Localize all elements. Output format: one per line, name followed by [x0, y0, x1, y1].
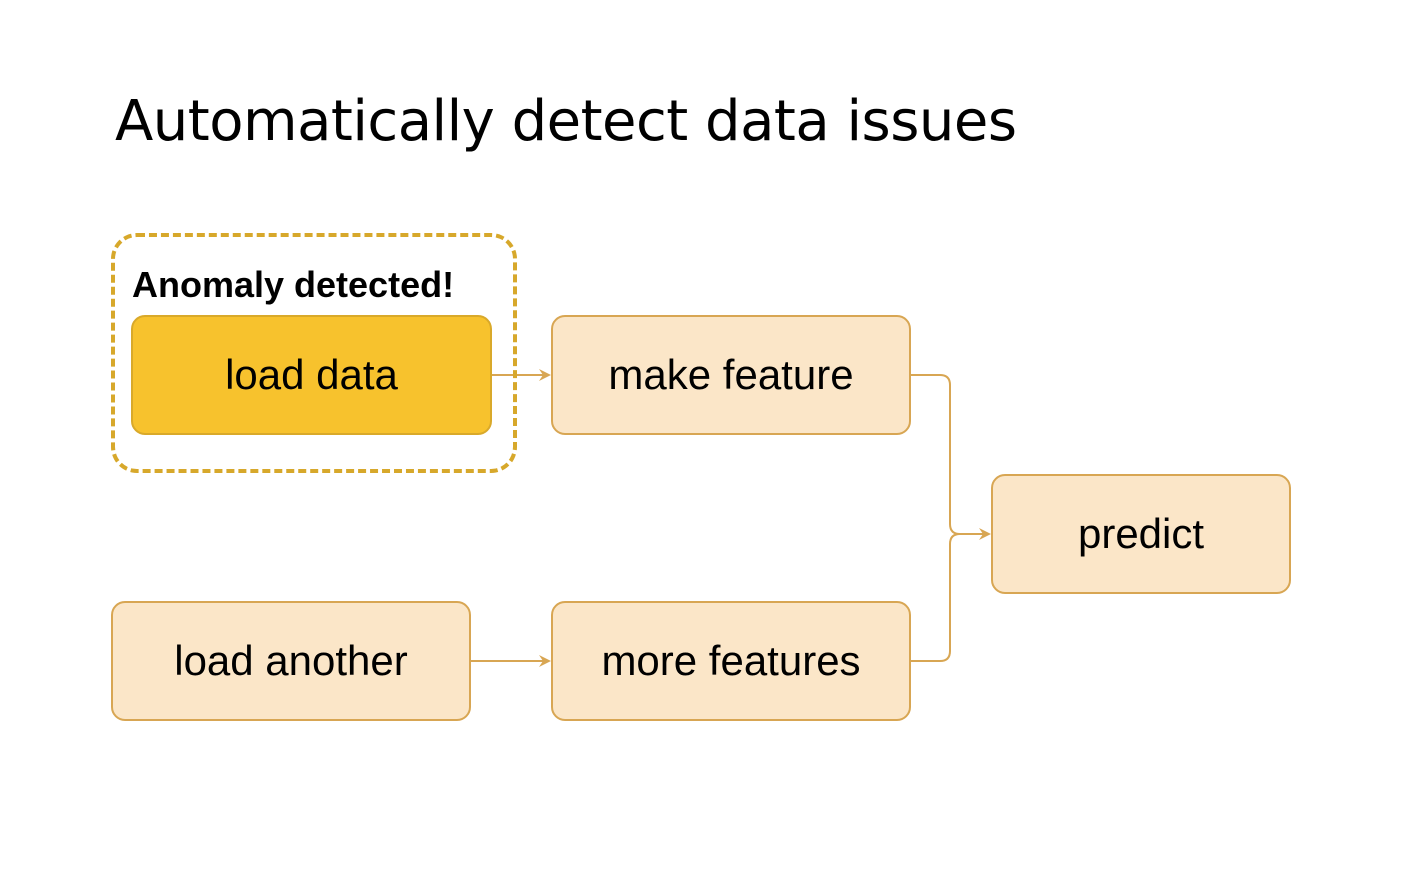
- node-load-another[interactable]: load another: [111, 601, 471, 721]
- node-load-data-label: load data: [225, 351, 398, 398]
- node-load-data[interactable]: load data: [131, 315, 492, 435]
- node-load-another-label: load another: [174, 637, 408, 684]
- node-make-feature-label: make feature: [608, 351, 854, 398]
- node-predict-label: predict: [1077, 510, 1205, 557]
- page-title: Automatically detect data issues: [115, 89, 1017, 154]
- node-more-features[interactable]: more features: [551, 601, 911, 721]
- node-predict[interactable]: predict: [991, 474, 1291, 594]
- edge-more-features-to-predict: [911, 533, 989, 662]
- node-make-feature[interactable]: make feature: [551, 315, 911, 435]
- anomaly-label: Anomaly detected!: [132, 264, 455, 305]
- anomaly-highlight-frame: [111, 233, 517, 473]
- edge-make-feature-to-predict: [911, 374, 991, 540]
- node-more-features-label: more features: [601, 637, 861, 684]
